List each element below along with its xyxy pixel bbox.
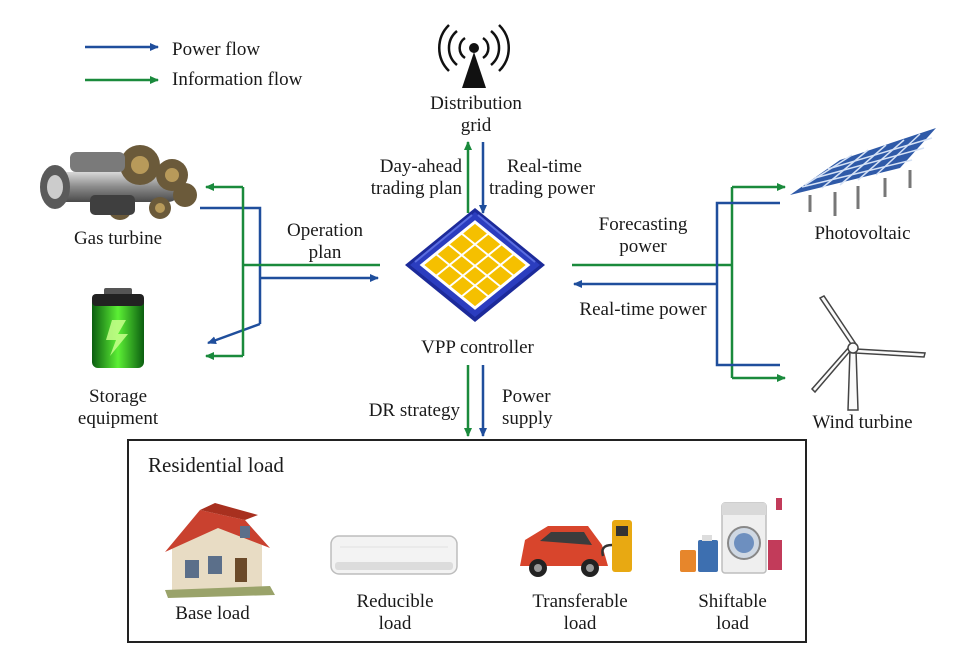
legend-information-flow-label: Information flow — [172, 69, 303, 90]
reducible-load-label: Reducible load — [340, 591, 450, 635]
real-time-trading-label: Real-time trading power — [489, 156, 595, 200]
shiftable-load-line-2: load — [716, 613, 749, 634]
power-supply-line-2: supply — [502, 408, 553, 429]
storage-label: Storage equipment — [58, 386, 178, 430]
gas-turbine-label: Gas turbine — [73, 228, 163, 249]
battery-icon — [92, 288, 144, 368]
transferable-load-line-2: load — [563, 613, 597, 634]
shiftable-load-line-1: Shiftable — [698, 591, 767, 612]
shiftable-load-label: Shiftable load — [680, 591, 785, 635]
legend-power-flow-label: Power flow — [172, 39, 261, 60]
photovoltaic-label: Photovoltaic — [814, 223, 911, 244]
air-conditioner-icon — [330, 535, 458, 575]
power-supply-label: Power supply — [502, 386, 553, 430]
day-ahead-line-2: trading plan — [370, 178, 462, 199]
operation-plan-line-1: Operation — [287, 220, 363, 241]
right-info-lines — [572, 183, 786, 382]
residential-load-title: Residential load — [148, 453, 284, 477]
day-ahead-label: Day-ahead trading plan — [360, 156, 462, 200]
electric-car-icon — [520, 520, 632, 577]
base-load-line-1: Base load — [175, 603, 250, 624]
distribution-grid-line-1: Distribution — [430, 93, 522, 114]
antenna-icon — [438, 24, 510, 88]
transferable-load-line-1: Transferable — [532, 591, 628, 612]
dr-strategy-label: DR strategy — [368, 400, 460, 421]
power-supply-line-1: Power — [502, 386, 551, 407]
transferable-load-label: Transferable load — [515, 591, 645, 635]
forecasting-power-line-1: Forecasting — [598, 214, 688, 235]
operation-plan-line-2: plan — [308, 242, 342, 263]
left-info-lines — [205, 183, 380, 360]
storage-line-1: Storage — [88, 386, 148, 407]
forecasting-power-line-2: power — [619, 236, 667, 257]
reducible-load-line-2: load — [378, 613, 412, 634]
wind-turbine-icon — [810, 295, 926, 411]
photovoltaic-icon — [790, 128, 936, 216]
vpp-controller-label: VPP controller — [421, 337, 534, 358]
distribution-grid-line-2: grid — [460, 115, 492, 136]
storage-line-2: equipment — [77, 408, 159, 429]
real-time-power-label: Real-time power — [579, 299, 707, 320]
left-power-lines — [200, 206, 379, 345]
operation-plan-label: Operation plan — [275, 220, 375, 264]
base-load-label: Base load — [160, 603, 265, 625]
gas-turbine-icon — [40, 145, 197, 220]
vpp-chip-icon — [405, 208, 545, 322]
forecasting-power-label: Forecasting power — [578, 214, 708, 258]
reducible-load-line-1: Reducible — [356, 591, 434, 612]
real-time-trading-line-2: trading power — [489, 178, 596, 199]
washing-machine-icon — [680, 498, 782, 574]
wind-turbine-label: Wind turbine — [812, 412, 913, 433]
house-icon — [165, 503, 275, 598]
residential-load-box — [127, 439, 807, 643]
real-time-trading-line-1: Real-time — [507, 156, 582, 177]
day-ahead-line-1: Day-ahead — [379, 156, 462, 177]
distribution-grid-label: Distribution grid — [424, 93, 528, 137]
right-power-lines — [573, 201, 780, 367]
